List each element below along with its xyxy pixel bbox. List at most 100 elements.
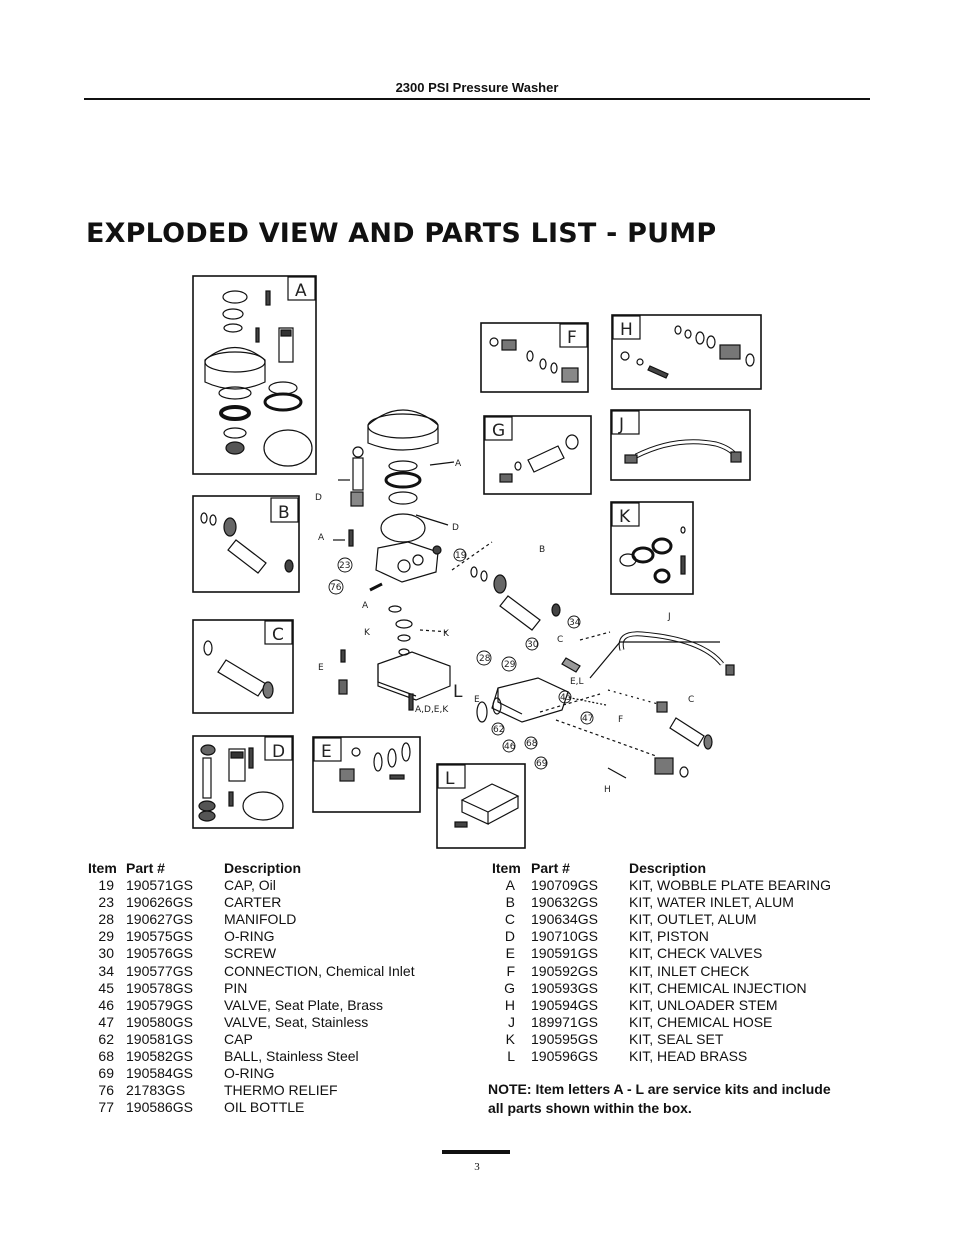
description: CAP, Oil	[224, 877, 276, 894]
description: KIT, SEAL SET	[629, 1030, 724, 1047]
part-number: 190577GS	[126, 962, 193, 979]
header-part: Part #	[126, 860, 165, 876]
callout-68: 68	[526, 739, 538, 749]
description: KIT, CHEMICAL HOSE	[629, 1013, 773, 1030]
box-label-g: G	[492, 421, 505, 441]
kit-box-j: J	[610, 409, 751, 481]
part-number: 190591GS	[531, 945, 598, 962]
item-number: 46	[98, 996, 114, 1013]
callout-69: 69	[536, 759, 548, 769]
kit-box-l: L	[436, 763, 526, 849]
marker-a-3: A	[362, 601, 369, 611]
part-number: 190580GS	[126, 1013, 193, 1030]
part-number: 190584GS	[126, 1065, 193, 1082]
part-number: 190571GS	[126, 877, 193, 894]
item-number: 23	[98, 894, 114, 911]
box-label-h: H	[620, 320, 633, 340]
box-label-k: K	[619, 507, 631, 527]
item-letter: C	[504, 911, 515, 928]
item-number: 45	[98, 979, 114, 996]
table-row: C 190634GS KIT, OUTLET, ALUM	[489, 911, 869, 928]
callout-34: 34	[569, 618, 581, 628]
box-label-c: C	[272, 625, 284, 645]
part-number: 190581GS	[126, 1030, 193, 1047]
description: O-RING	[224, 1065, 275, 1082]
part-number: 190627GS	[126, 911, 193, 928]
marker-e-2: E	[474, 695, 480, 705]
part-number: 190582GS	[126, 1048, 193, 1065]
description: SCREW	[224, 945, 277, 962]
marker-a-2: A	[318, 533, 325, 543]
box-label-a: A	[295, 281, 307, 301]
part-number: 190593GS	[531, 979, 598, 996]
item-number: 69	[98, 1065, 114, 1082]
part-number: 190575GS	[126, 928, 193, 945]
part-number: 190595GS	[531, 1030, 598, 1047]
page-header: 2300 PSI Pressure Washer	[395, 80, 559, 95]
item-number: 68	[98, 1048, 114, 1065]
description: KIT, CHECK VALVES	[629, 945, 763, 962]
item-number: 28	[98, 911, 114, 928]
item-letter: F	[506, 962, 515, 979]
marker-adek: A,D,E,K	[415, 705, 449, 715]
box-label-b: B	[278, 503, 290, 523]
callout-labels: 19 23 28 29 30 34 45 46 47 62 68 69 76 A…	[315, 459, 694, 795]
marker-e-1: E	[318, 663, 324, 673]
item-letter: K	[505, 1030, 515, 1047]
part-number: 190578GS	[126, 979, 193, 996]
kit-box-e: E	[312, 736, 421, 813]
marker-k-2: K	[443, 629, 450, 639]
box-label-f: F	[567, 328, 577, 348]
box-label-d: D	[272, 742, 285, 762]
part-number: 21783GS	[126, 1082, 186, 1099]
item-letter: L	[507, 1048, 515, 1065]
marker-j: J	[667, 612, 671, 622]
item-letter: J	[508, 1013, 515, 1030]
item-number: 47	[98, 1013, 114, 1030]
table-row: 68 190582GS BALL, Stainless Steel	[88, 1048, 458, 1065]
part-number: 190709GS	[531, 877, 598, 894]
note-text: Item letters A - L are service kits and …	[488, 1081, 831, 1116]
description: VALVE, Seat Plate, Brass	[224, 996, 384, 1013]
item-number: 34	[98, 962, 114, 979]
description: BALL, Stainless Steel	[224, 1048, 359, 1065]
header-item: Item	[88, 860, 117, 876]
part-number: 190634GS	[531, 911, 598, 928]
part-number: 189971GS	[531, 1013, 598, 1030]
description: KIT, OUTLET, ALUM	[629, 911, 757, 928]
header-rule	[84, 98, 870, 100]
header-description: Description	[629, 860, 707, 876]
kit-box-d: D	[192, 735, 294, 829]
callout-45: 45	[560, 693, 571, 703]
table-row: 69 190584GS O-RING	[88, 1065, 458, 1082]
callout-19: 19	[455, 551, 467, 561]
description: MANIFOLD	[224, 911, 297, 928]
box-label-e: E	[321, 742, 332, 762]
item-letter: B	[505, 894, 515, 911]
item-number: 76	[98, 1082, 114, 1099]
callout-47: 47	[582, 714, 593, 724]
marker-f: F	[618, 715, 623, 725]
item-number: 29	[98, 928, 114, 945]
header-part: Part #	[531, 860, 570, 876]
marker-c-1: C	[557, 635, 563, 645]
item-letter: A	[505, 877, 515, 894]
box-label-j: J	[618, 415, 624, 435]
table-row: K 190595GS KIT, SEAL SET	[489, 1031, 869, 1048]
section-title: EXPLODED VIEW AND PARTS LIST - PUMP	[86, 218, 717, 249]
description: KIT, PISTON	[629, 928, 709, 945]
marker-b: B	[539, 545, 545, 555]
